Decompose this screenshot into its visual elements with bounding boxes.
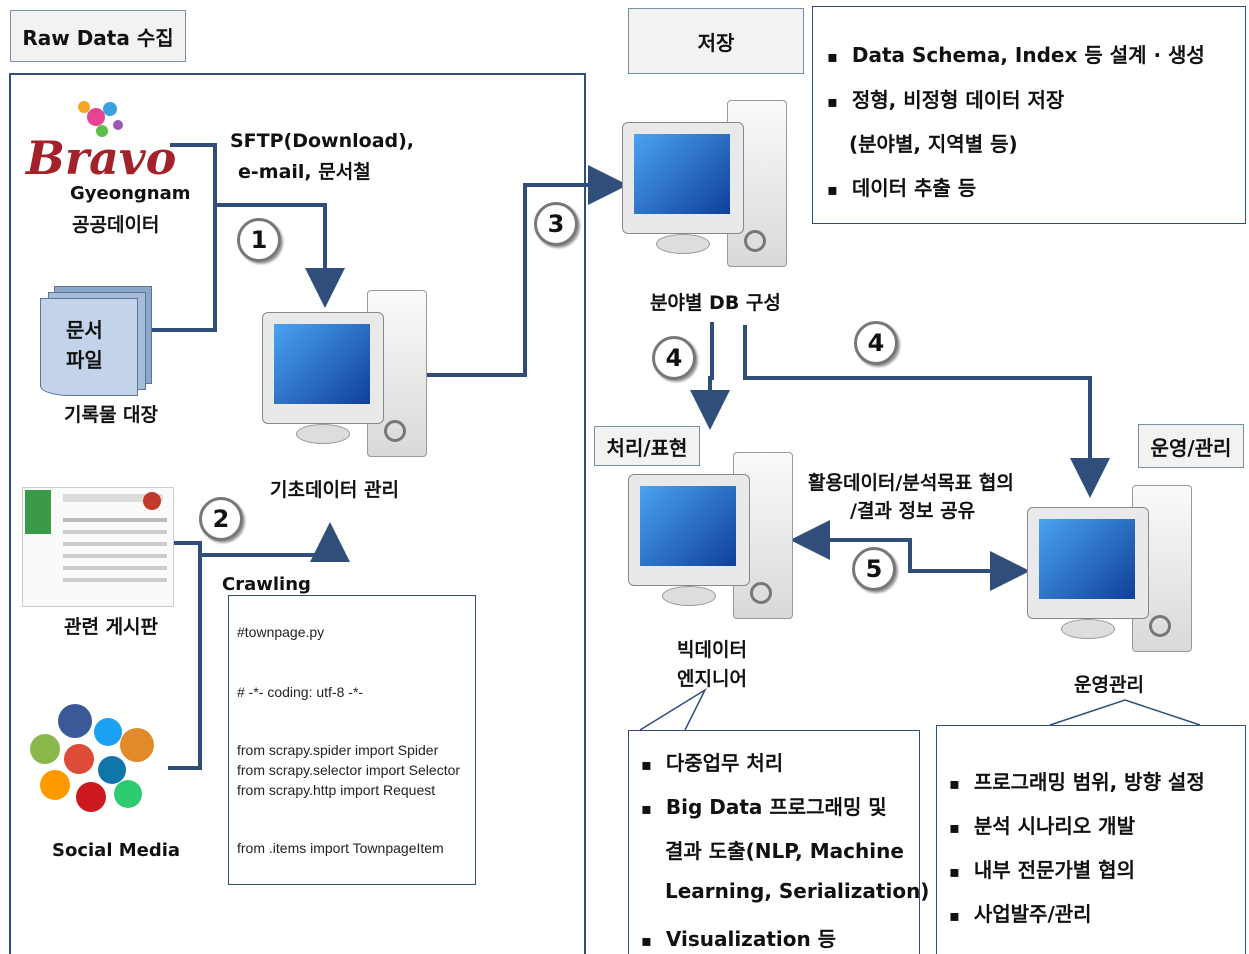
crawling-label: Crawling: [222, 574, 311, 595]
sftp-label-1: SFTP(Download),: [230, 130, 415, 152]
step-5: 5: [852, 547, 896, 591]
gyeongnam-label: Gyeongnam: [70, 183, 191, 204]
step-1: 1: [237, 218, 281, 262]
code-line: from scrapy.http import Request: [237, 782, 436, 798]
flow-line-store: [425, 165, 628, 377]
flower-icon: [78, 101, 123, 137]
flow-line-engineer: [690, 322, 730, 430]
processing-note: Visualization 등: [641, 923, 836, 952]
share-label-1: 활용데이터/분석목표 협의: [808, 472, 1014, 494]
processing-note-cont: 결과 도출(NLP, Machine: [665, 839, 904, 863]
board-label: 관련 게시판: [64, 616, 159, 638]
section-raw-data: Raw Data 수집: [10, 10, 186, 62]
share-label-2: /결과 정보 공유: [850, 500, 976, 522]
record-ledger-label: 기록물 대장: [64, 404, 159, 426]
storage-note: 데이터 추출 등: [827, 172, 976, 201]
step-4b: 4: [854, 321, 898, 365]
storage-note: 정형, 비정형 데이터 저장: [827, 84, 1065, 113]
ops-label: 운영관리: [1074, 674, 1144, 696]
bravo-logo: Bravo: [26, 95, 176, 235]
code-line: from scrapy.selector import Selector: [237, 762, 461, 778]
computer-icon-engineer: [628, 452, 793, 622]
engineer-label-1: 빅데이터: [677, 639, 747, 661]
code-line: from scrapy.spider import Spider: [237, 742, 439, 758]
doc-file-label-2: 파일: [66, 348, 103, 372]
section-storage: 저장: [628, 8, 804, 74]
sftp-label-2: e-mail, 문서철: [238, 161, 371, 183]
social-media-label: Social Media: [52, 840, 181, 861]
flow-line-share-right: [860, 538, 1030, 591]
bravo-wordmark: Bravo: [26, 131, 177, 185]
social-media-icons: [24, 700, 164, 830]
public-data-label: 공공데이터: [72, 214, 160, 236]
storage-note: Data Schema, Index 등 설계 · 생성: [827, 39, 1205, 68]
storage-notes-box: Data Schema, Index 등 설계 · 생성 정형, 비정형 데이터…: [812, 6, 1246, 224]
computer-icon-base: [262, 290, 427, 460]
ops-note: 사업발주/관리: [949, 898, 1092, 927]
processing-note-cont: Learning, Serialization): [665, 879, 930, 903]
crawling-code-box: #townpage.py # -*- coding: utf-8 -*- fro…: [228, 595, 476, 885]
ops-note: 내부 전문가별 협의: [949, 854, 1135, 883]
engineer-label-2: 엔지니어: [677, 668, 747, 690]
processing-notes-box: 다중업무 처리 Big Data 프로그래밍 및 결과 도출(NLP, Mach…: [628, 730, 929, 954]
processing-note: 다중업무 처리: [641, 747, 783, 776]
code-line: # -*- coding: utf-8 -*-: [237, 684, 364, 700]
base-data-label: 기초데이터 관리: [270, 479, 399, 501]
processing-note: Big Data 프로그래밍 및: [641, 791, 887, 820]
flow-line-ops: [743, 325, 1110, 498]
ops-notes-box: 프로그래밍 범위, 방향 설정 분석 시나리오 개발 내부 전문가별 협의 사업…: [936, 725, 1246, 954]
board-thumbnail: [22, 487, 174, 607]
step-3: 3: [534, 202, 578, 246]
code-line: from .items import TownpageItem: [237, 840, 444, 856]
doc-file-icon: 문서 파일: [40, 286, 152, 396]
flow-line-docfile: [148, 205, 217, 332]
storage-note-cont: (분야별, 지역별 등): [849, 132, 1018, 156]
db-label: 분야별 DB 구성: [650, 292, 781, 314]
section-processing: 처리/표현: [594, 426, 700, 466]
section-operation: 운영/관리: [1138, 424, 1244, 468]
flow-line-board: [168, 522, 350, 562]
computer-icon-db: [622, 100, 787, 270]
computer-icon-ops: [1027, 485, 1192, 655]
flow-line-social: [168, 543, 202, 770]
doc-file-label-1: 문서: [66, 318, 103, 342]
step-2: 2: [199, 497, 243, 541]
code-line: #townpage.py: [237, 624, 325, 640]
ops-note: 프로그래밍 범위, 방향 설정: [949, 766, 1205, 795]
step-4a: 4: [652, 336, 696, 380]
ops-note: 분석 시나리오 개발: [949, 810, 1135, 839]
